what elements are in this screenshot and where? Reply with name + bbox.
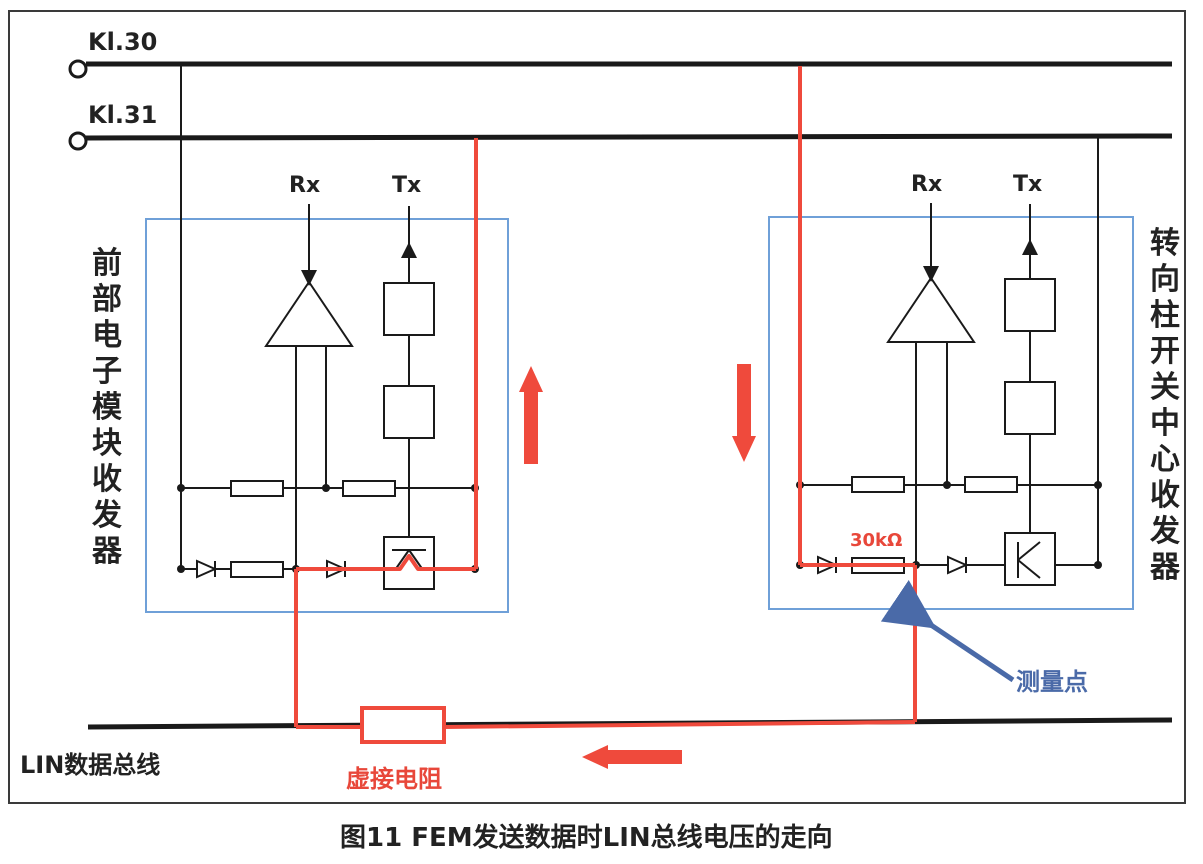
- lin-bus-label: LIN数据总线: [20, 751, 161, 779]
- measurement-arrow: [880, 579, 1015, 683]
- up-arrow-icon: [519, 366, 543, 464]
- right-module-circuit: [800, 136, 1099, 586]
- left-module-circuit: [180, 66, 476, 590]
- virtual-resistor: [360, 706, 446, 744]
- kl31-label: Kl.31: [88, 101, 158, 129]
- down-arrow-icon: [732, 364, 756, 462]
- left-arrow-icon: [582, 745, 682, 769]
- left-tx-label: Tx: [392, 173, 422, 198]
- virtual-resistor-label: 虚接电阻: [346, 765, 442, 793]
- right-rx-label: Rx: [911, 172, 943, 197]
- right-module-box: [768, 216, 1134, 610]
- left-rx-label: Rx: [289, 173, 321, 198]
- left-module-label: 前部电子模块收发器: [92, 246, 122, 569]
- right-tx-label: Tx: [1013, 172, 1043, 197]
- kl30-rail: [68, 59, 1172, 79]
- resistor-value-label: 30kΩ: [850, 530, 903, 551]
- current-path: [294, 66, 917, 729]
- left-module-box: [145, 218, 509, 613]
- kl31-rail: [68, 131, 1173, 151]
- right-junction-dots: [796, 481, 1102, 569]
- measurement-point-label: 测量点: [1016, 668, 1088, 696]
- figure-caption: 图11 FEM发送数据时LIN总线电压的走向: [340, 823, 833, 853]
- diagram-frame: [8, 10, 1186, 804]
- right-module-label: 转向柱开关中心收发器: [1150, 226, 1180, 585]
- kl30-label: Kl.30: [88, 28, 158, 56]
